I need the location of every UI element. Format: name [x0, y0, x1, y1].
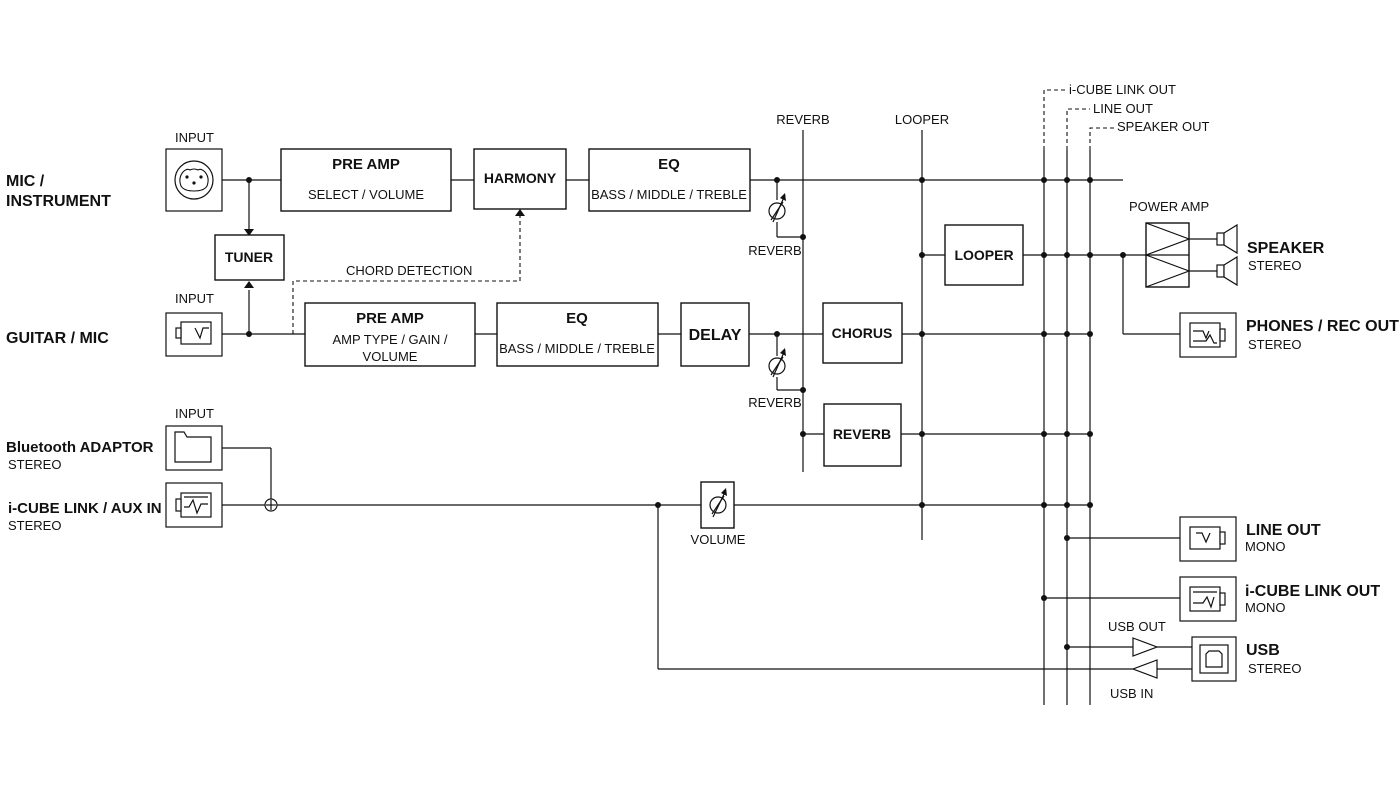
power-amp-label: POWER AMP [1129, 199, 1209, 214]
preamp-2-title: PRE AMP [356, 310, 424, 327]
chorus-block: CHORUS [822, 302, 903, 364]
delay-title: DELAY [689, 327, 742, 344]
mic-input-jack-label: INPUT [175, 130, 214, 145]
bluetooth-input-jack-label: INPUT [175, 406, 214, 421]
bluetooth-adaptor-icon [165, 425, 223, 471]
reverb-title: REVERB [833, 426, 891, 442]
reverb-send-1-label: REVERB [748, 243, 801, 258]
harmony-block: HARMONY [473, 148, 567, 210]
aux-in-label: i-CUBE LINK / AUX IN [8, 500, 162, 517]
preamp-2-sub-line2: VOLUME [363, 349, 418, 364]
usb-out-label: USB OUT [1108, 619, 1166, 634]
icube-link-out-mono-label: MONO [1245, 600, 1285, 615]
speaker-icon-2 [1216, 255, 1238, 287]
power-amp-icon [1145, 222, 1191, 288]
volume-label: VOLUME [691, 532, 746, 547]
aux-stereo-label: STEREO [8, 518, 61, 533]
looper-title: LOOPER [954, 247, 1013, 263]
usb-label: USB [1246, 642, 1280, 659]
guitar-mic-label: GUITAR / MIC [6, 330, 109, 347]
speaker-icon [1216, 223, 1238, 255]
reverb-bus-label: REVERB [776, 112, 829, 127]
eq-1-title: EQ [658, 156, 680, 173]
bluetooth-stereo-label: STEREO [8, 457, 61, 472]
usb-in-label: USB IN [1110, 686, 1153, 701]
icube-link-out-bus-label: i-CUBE LINK OUT [1069, 82, 1176, 97]
arrowheads [244, 209, 525, 288]
mic-instrument-label-line1: MIC / [6, 173, 45, 190]
line-out-mono-label: MONO [1245, 539, 1285, 554]
mixer-node-icon [264, 498, 278, 512]
combo-jack-icon [165, 148, 223, 212]
chorus-title: CHORUS [832, 325, 893, 341]
eq-block-2: EQ BASS / MIDDLE / TREBLE [496, 302, 659, 367]
tuner-block: TUNER [214, 234, 285, 281]
line-out-label: LINE OUT [1246, 522, 1321, 539]
phones-jack-icon [1179, 312, 1237, 358]
delay-block: DELAY [680, 302, 750, 367]
wires [222, 130, 1217, 705]
usb-out-buffer-icon [1132, 637, 1159, 657]
harmony-title: HARMONY [484, 170, 557, 186]
usb-stereo-label: STEREO [1248, 661, 1301, 676]
preamp-block-2: PRE AMP AMP TYPE / GAIN / VOLUME [304, 302, 476, 367]
usb-port-icon [1191, 636, 1237, 682]
mic-instrument-label-line2: INSTRUMENT [6, 193, 111, 210]
icube-link-out-label: i-CUBE LINK OUT [1245, 583, 1380, 600]
bluetooth-adaptor-label: Bluetooth ADAPTOR [6, 439, 154, 456]
eq-1-sub: BASS / MIDDLE / TREBLE [591, 187, 747, 202]
reverb-send-2-label: REVERB [748, 395, 801, 410]
icube-link-out-jack-icon [1179, 576, 1237, 622]
volume-knob-icon [700, 481, 735, 529]
guitar-input-jack-label: INPUT [175, 291, 214, 306]
speaker-stereo-label: STEREO [1248, 258, 1301, 273]
reverb-send-knob-icon [768, 193, 786, 223]
chord-detection-label: CHORD DETECTION [346, 263, 472, 278]
guitar-jack-icon [165, 312, 223, 357]
eq-block-1: EQ BASS / MIDDLE / TREBLE [588, 148, 751, 212]
preamp-1-title: PRE AMP [332, 156, 400, 173]
line-out-jack-icon [1179, 516, 1237, 562]
eq-2-title: EQ [566, 310, 588, 327]
phones-stereo-label: STEREO [1248, 337, 1301, 352]
speaker-out-bus-label: SPEAKER OUT [1117, 119, 1210, 134]
eq-2-sub: BASS / MIDDLE / TREBLE [499, 341, 655, 356]
phones-rec-out-label: PHONES / REC OUT [1246, 318, 1399, 335]
preamp-1-sub: SELECT / VOLUME [308, 187, 424, 202]
usb-in-buffer-icon [1131, 659, 1158, 679]
looper-block: LOOPER [944, 224, 1024, 286]
aux-jack-icon [165, 482, 223, 528]
junction-dots [246, 177, 1126, 650]
line-out-bus-label: LINE OUT [1093, 101, 1153, 116]
dashed-connectors [292, 89, 1114, 334]
reverb-block: REVERB [823, 403, 902, 467]
tuner-title: TUNER [225, 249, 273, 265]
speaker-output-label: SPEAKER [1247, 240, 1325, 257]
preamp-2-sub-line1: AMP TYPE / GAIN / [332, 332, 447, 347]
reverb-send-knob-icon-2 [768, 348, 786, 378]
looper-bus-label: LOOPER [895, 112, 949, 127]
preamp-block-1: PRE AMP SELECT / VOLUME [280, 148, 452, 212]
